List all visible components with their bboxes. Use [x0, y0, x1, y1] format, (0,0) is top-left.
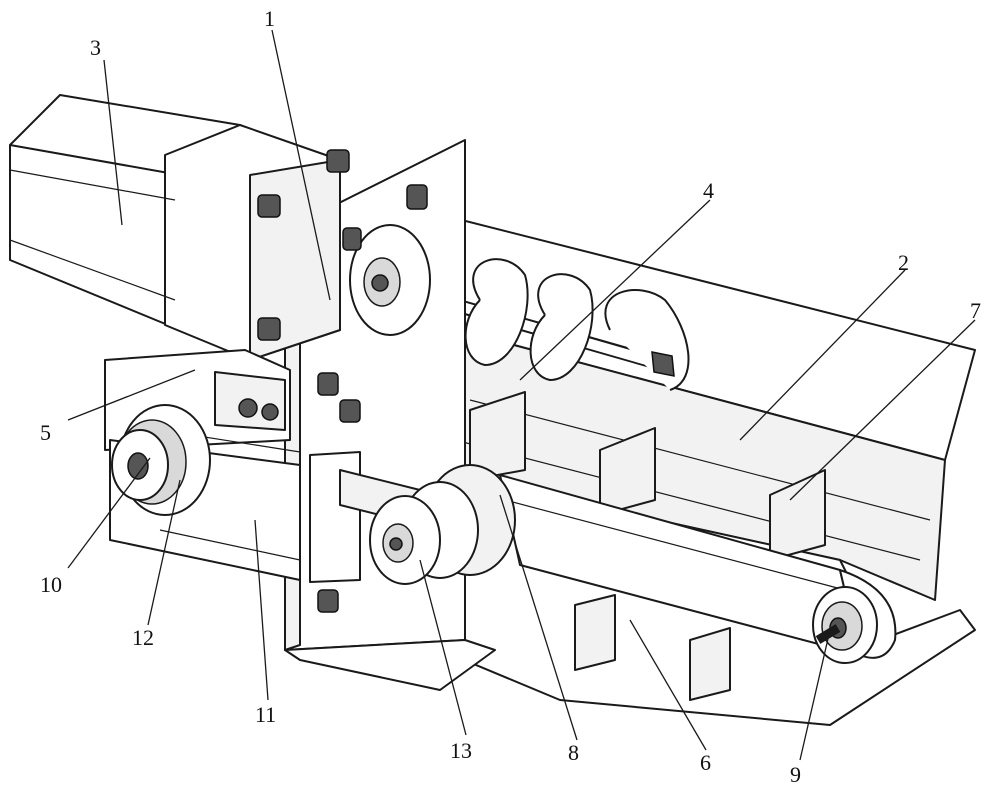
label-9: 9 [790, 762, 801, 787]
label-4: 4 [703, 178, 714, 203]
label-6: 6 [700, 750, 711, 775]
label-1: 1 [264, 6, 275, 31]
label-7: 7 [970, 298, 981, 323]
label-10: 10 [40, 572, 62, 597]
driving-pulley [111, 404, 211, 516]
label-11: 11 [255, 702, 276, 727]
label-2: 2 [898, 250, 909, 275]
label-8: 8 [568, 740, 579, 765]
drive-motor [9, 94, 350, 361]
partition-plates [469, 391, 826, 701]
tail-roller [812, 586, 878, 664]
label-13: 13 [450, 738, 472, 763]
label-5: 5 [40, 420, 51, 445]
leader-lines [67, 29, 976, 761]
driven-pulley [369, 464, 516, 585]
label-3: 3 [90, 35, 101, 60]
part-labels: 1 2 3 4 5 6 7 8 9 10 11 12 13 [40, 6, 981, 787]
label-12: 12 [132, 625, 154, 650]
